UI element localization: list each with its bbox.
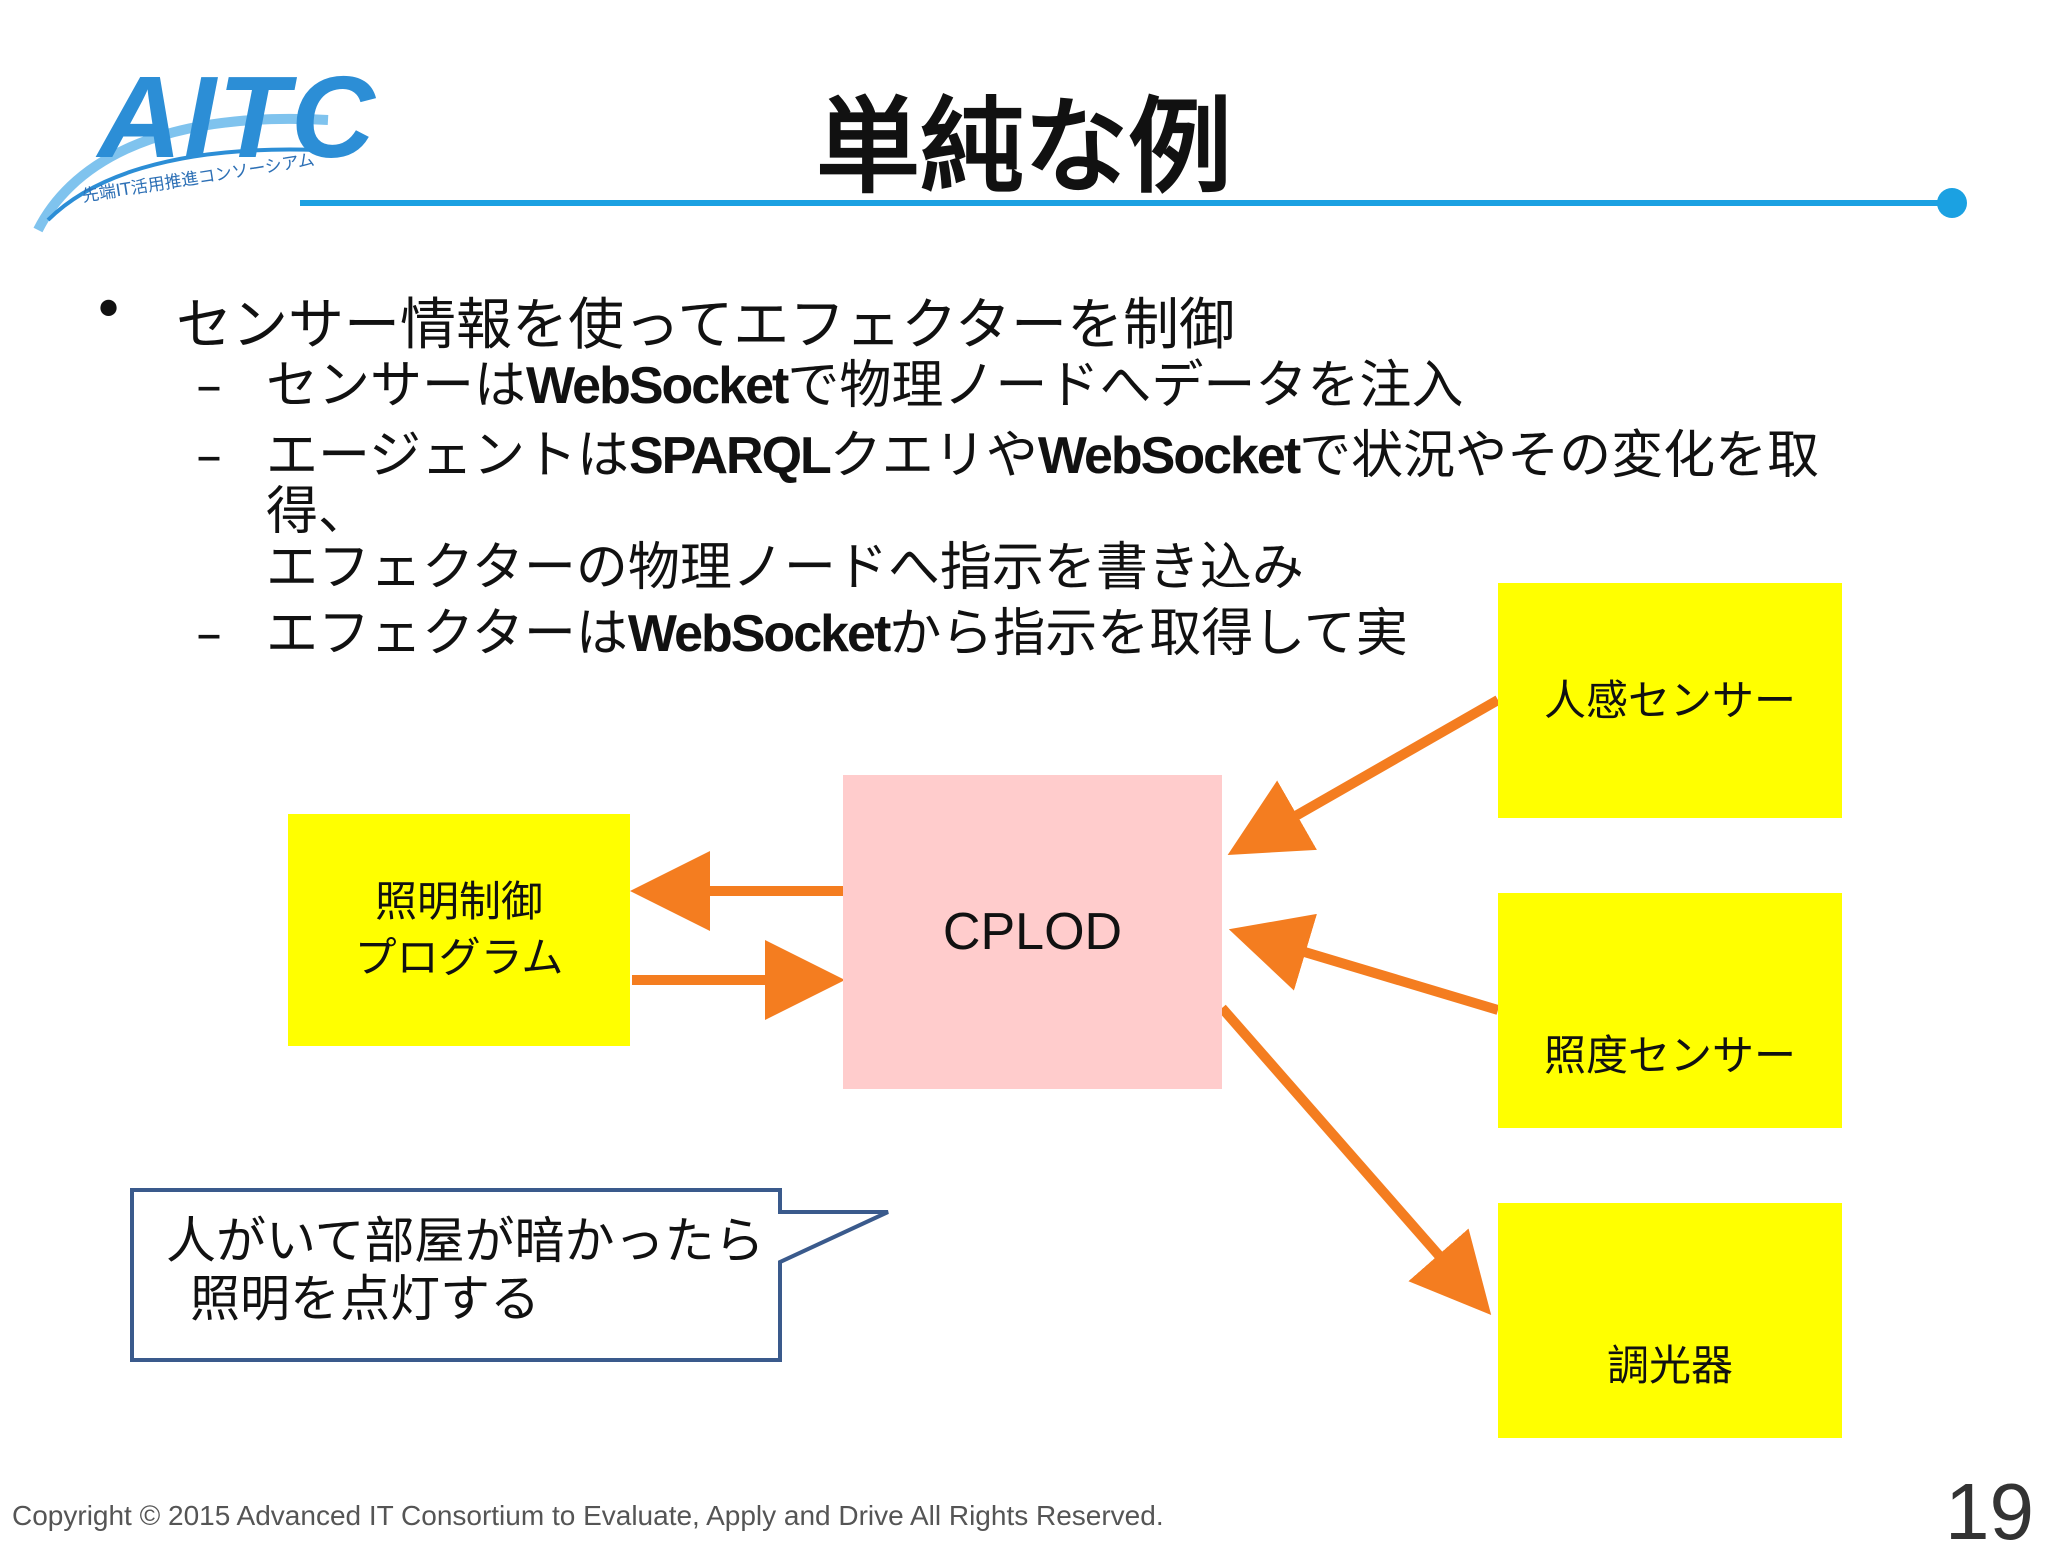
title-rule-dot [1937,188,1967,218]
sub1-text-a: センサーは [266,356,527,416]
dash-marker: – [196,426,222,486]
sub2-text-c: クエリや [829,426,1038,486]
arrow-motion-to-cplod [1227,695,1501,855]
lighting-program-line1: 照明制御 [374,877,543,926]
arrow-illuminance-to-cplod [1228,913,1500,1015]
sub2-text-e: で状況やその変化を取 [1299,426,1820,486]
sub-bullet-2-line3: エフェクターの物理ノードへ指示を書き込み [266,538,1304,598]
bullet-main: センサー情報を使ってエフェクターを制御 [176,293,1235,358]
aitc-logo: AITC 先端IT活用推進コンソーシアム [28,50,375,240]
lighting-control-program-box: 照明制御 プログラム [288,814,630,1046]
dash-marker: – [196,604,222,664]
sub3-text-c: から指示を取得して実 [889,604,1408,664]
motion-sensor-box: 人感センサー [1498,583,1842,818]
sub3-websocket: WebSocket [627,605,891,663]
slide-title: 単純な例 [815,86,1232,208]
page-number: 19 [1945,1467,2034,1556]
motion-sensor-label: 人感センサー [1543,675,1796,725]
bullet-marker: • [92,278,126,343]
sub2-websocket: WebSocket [1037,427,1301,485]
sub1-websocket: WebSocket [526,357,789,415]
dash-marker: – [196,356,222,416]
callout-text: 人がいて部屋が暗かったら 照明を点灯する [166,1212,765,1328]
sub1-text-c: で物理ノードへデータを注入 [787,356,1464,416]
cplod-label: CPLOD [942,903,1123,961]
sub-bullet-2: エージェントはSPARQLクエリやWebSocketで状況やその変化を取 [266,426,1819,486]
sub3-text-a: エフェクターは [266,604,628,664]
sub2-text-a: エージェントは [266,426,629,486]
sub-bullet-1: センサーはWebSocketで物理ノードへデータを注入 [266,356,1463,416]
dimmer-box: 調光器 [1498,1203,1842,1438]
title-rule [300,200,1960,206]
logo-swoosh-icon [33,113,329,233]
cplod-box: CPLOD [843,775,1222,1089]
illuminance-sensor-label: 照度センサー [1543,1030,1796,1080]
dimmer-label: 調光器 [1606,1340,1733,1390]
illuminance-sensor-box: 照度センサー [1498,893,1842,1128]
lighting-program-line2: プログラム [354,933,564,982]
sub-bullet-3: エフェクターはWebSocketから指示を取得して実 [266,604,1408,664]
callout-line1: 人がいて部屋が暗かったら [166,1212,765,1270]
callout-bubble [130,1188,889,1362]
callout-line2: 照明を点灯する [190,1270,540,1328]
arrow-cplod-to-dimmer [1218,1004,1492,1316]
copyright-text: Copyright © 2015 Advanced IT Consortium … [12,1500,1164,1531]
logo-text: AITC [98,52,377,182]
sub2-sparql: SPARQL [628,427,832,485]
sub-bullet-2-line2: 得、 [266,482,371,542]
